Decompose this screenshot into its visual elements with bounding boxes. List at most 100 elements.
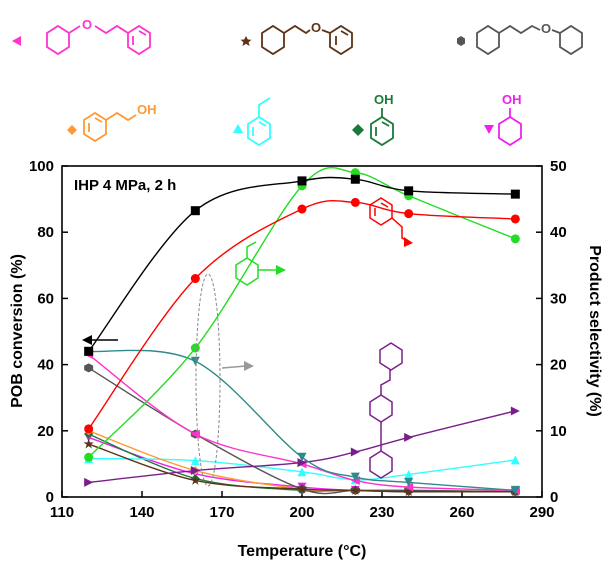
series-line-bicyclohexyl-ether bbox=[88, 349, 516, 492]
data-point-conversion bbox=[404, 186, 414, 196]
series-line-dicyclohexylethane bbox=[88, 410, 516, 484]
data-point-cyclohexylethylbenzene bbox=[84, 424, 94, 434]
legend-item-cyclohexylethyl-cyclohexyl-ether: O bbox=[457, 21, 583, 56]
x-tick-label: 110 bbox=[50, 504, 74, 521]
y-left-tick-label: 20 bbox=[37, 423, 54, 440]
data-point-dicyclohexylethane bbox=[350, 447, 360, 457]
dicyclohexylethane-label-structure bbox=[369, 342, 403, 479]
legend-structure-drawing bbox=[498, 108, 522, 147]
data-point-dicyclohexylethane bbox=[404, 432, 414, 442]
y-right-tick-label: 50 bbox=[550, 158, 567, 175]
data-point-cyclohexylethyl-phenyl-ether bbox=[403, 486, 414, 497]
data-point-dicyclohexylethane bbox=[297, 458, 307, 468]
y-right-tick-label: 10 bbox=[550, 423, 567, 440]
legend-marker bbox=[67, 125, 77, 135]
selectivity-axis-arrow bbox=[221, 361, 254, 371]
data-point-ethylbenzene bbox=[297, 467, 307, 477]
series-line-cyclohexylethylbenzene bbox=[88, 199, 516, 430]
legend-structure-drawing bbox=[46, 24, 151, 56]
y-right-tick-label: 40 bbox=[550, 224, 567, 241]
data-point-cyclohexylethyl-phenyl-ether bbox=[296, 483, 308, 494]
y-right-tick-label: 20 bbox=[550, 357, 567, 374]
data-point-cyclohexylethylbenzene bbox=[297, 204, 307, 214]
legend-structure-drawing bbox=[247, 97, 271, 147]
data-point-ethylcyclohexane bbox=[84, 452, 94, 462]
series-dicyclohexylethane bbox=[84, 406, 520, 487]
y-left-tick-label: 60 bbox=[37, 290, 54, 307]
legend-marker bbox=[240, 36, 252, 46]
legend-item-phenylethanol: OH bbox=[67, 102, 157, 143]
legend-item-cyclohexanol: OH bbox=[484, 92, 522, 147]
ethylcyclohexane-label-arrow bbox=[276, 265, 286, 275]
data-point-cyclohexylethylbenzene bbox=[510, 214, 520, 224]
data-point-dicyclohexylethane bbox=[190, 466, 200, 476]
legend-marker bbox=[352, 124, 364, 136]
y-left-tick-label: 0 bbox=[46, 489, 54, 506]
legend-item-cyclohexylethyl-phenyl-ether: O bbox=[240, 20, 353, 56]
data-point-cyclohexylethylbenzene bbox=[350, 197, 360, 207]
data-point-ethylbenzene bbox=[510, 455, 520, 465]
x-axis-label: Temperature (°C) bbox=[238, 543, 367, 560]
data-point-bicyclohexyl-ether bbox=[350, 472, 360, 482]
data-point-bicyclohexyl-ether bbox=[404, 477, 414, 487]
legend-marker bbox=[12, 36, 21, 46]
y-left-tick-label: 40 bbox=[37, 357, 54, 374]
data-point-cyclohexylethyl-phenyl-ether bbox=[83, 438, 94, 449]
data-point-cyclohexylethyl-phenyl-ether bbox=[350, 484, 361, 495]
y-right-tick-label: 0 bbox=[550, 489, 558, 506]
data-point-dicyclohexylethane bbox=[510, 406, 520, 416]
series-line-cyclohexylethyl-phenyl-ether bbox=[88, 443, 516, 493]
y-axis-right-label: Product selectivity (%) bbox=[586, 245, 603, 417]
legend-structure-label: O bbox=[82, 17, 92, 32]
x-tick-label: 230 bbox=[369, 504, 394, 521]
data-point-cyclohexylethylbenzene bbox=[404, 209, 414, 219]
series-line-cyclohexylethyl-cyclohexyl-ether bbox=[88, 367, 516, 495]
data-point-conversion bbox=[190, 206, 200, 216]
legend-structure-label: O bbox=[541, 21, 551, 36]
data-point-cyclohexyl-phenylethyl-ether bbox=[190, 429, 200, 439]
data-point-cyclohexyl-phenylethyl-ether bbox=[404, 482, 414, 492]
legend-item-ethylbenzene bbox=[233, 97, 271, 147]
legend-structure-drawing bbox=[476, 24, 583, 56]
y-left-tick-label: 80 bbox=[37, 224, 54, 241]
legend-item-phenol: OH bbox=[352, 92, 394, 147]
x-tick-label: 290 bbox=[529, 504, 554, 521]
data-point-bicyclohexyl-ether bbox=[297, 452, 307, 462]
series-line-cyclohexyl-phenylethyl-ether bbox=[88, 354, 516, 492]
legend-item-cyclohexyl-phenylethyl-ether: O bbox=[12, 17, 151, 56]
data-point-conversion bbox=[84, 346, 94, 356]
x-tick-label: 260 bbox=[449, 504, 474, 521]
plot-annotations: IHP 4 MPa, 2 h bbox=[74, 177, 413, 487]
y-right-tick-label: 30 bbox=[550, 290, 567, 307]
data-point-cyclohexylethyl-phenyl-ether bbox=[190, 474, 201, 485]
data-point-conversion bbox=[350, 174, 360, 184]
x-tick-label: 140 bbox=[129, 504, 154, 521]
legend-structure-label: OH bbox=[374, 92, 394, 107]
legend-structure-drawing bbox=[83, 111, 137, 143]
data-point-ethylbenzene bbox=[190, 456, 200, 466]
series-layer bbox=[83, 167, 521, 497]
y-left-tick-label: 100 bbox=[29, 158, 54, 175]
data-point-bicyclohexyl-ether bbox=[510, 485, 520, 495]
cyclohexylethylbenzene-label-structure bbox=[369, 197, 411, 243]
legend-structure-drawing bbox=[261, 24, 353, 56]
data-point-ethylcyclohexane bbox=[190, 343, 200, 353]
x-tick-label: 170 bbox=[209, 504, 234, 521]
y-axis-left: 0 20 40 60 80 100 bbox=[29, 158, 68, 506]
data-point-conversion bbox=[510, 189, 520, 199]
condition-annotation: IHP 4 MPa, 2 h bbox=[74, 177, 176, 194]
data-point-bicyclohexyl-ether bbox=[190, 356, 200, 366]
legend-structure-drawing bbox=[370, 108, 394, 147]
data-point-cyclohexylethyl-cyclohexyl-ether bbox=[84, 363, 94, 373]
series-conversion bbox=[84, 174, 520, 356]
legend-structure-label: OH bbox=[502, 92, 522, 107]
plot-frame bbox=[61, 165, 543, 498]
legend-marker bbox=[484, 125, 494, 134]
legend-marker bbox=[457, 36, 465, 46]
y-axis-right: 0 10 20 30 40 50 bbox=[536, 158, 567, 506]
highlight-ellipse bbox=[195, 273, 221, 487]
series-cyclohexylethylbenzene bbox=[84, 197, 520, 434]
data-point-cyclohexylethylbenzene bbox=[190, 274, 200, 284]
